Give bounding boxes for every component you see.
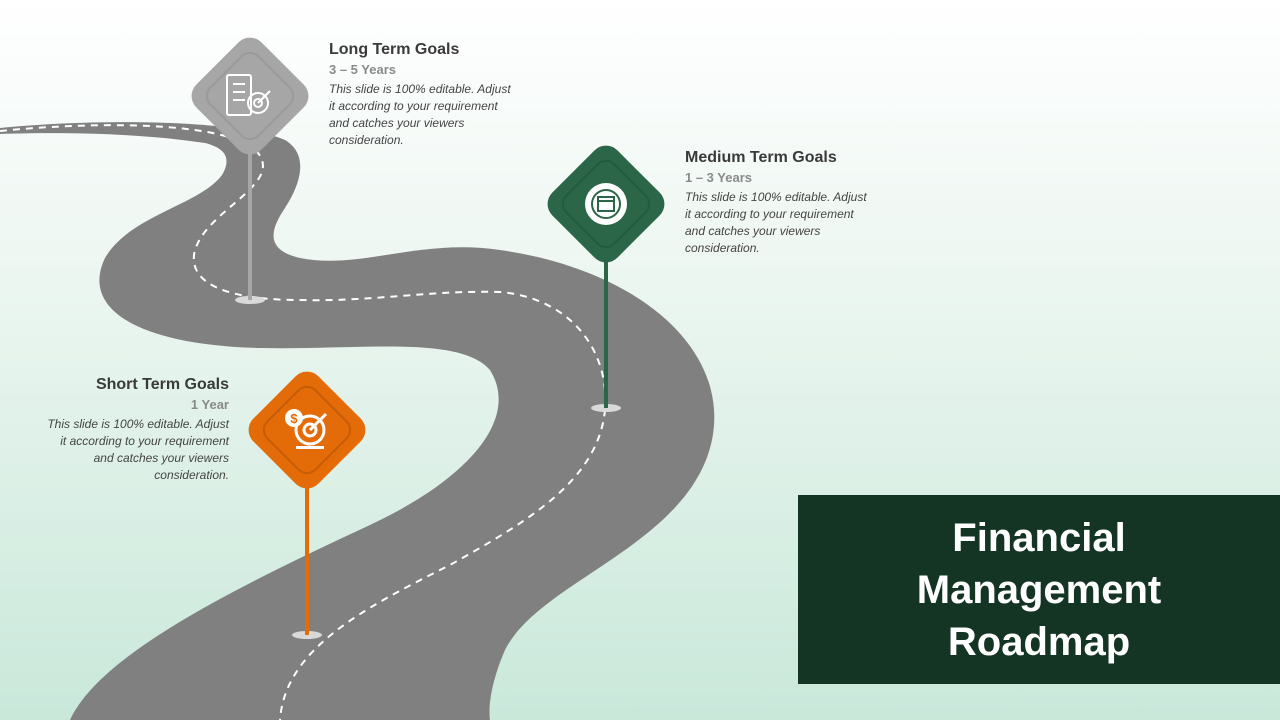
desc-line: This slide is 100% editable. Adjust <box>685 190 867 204</box>
desc-line: it according to your requirement <box>685 207 854 221</box>
desc-line: consideration. <box>685 241 760 255</box>
goal-title: Short Term Goals <box>95 376 229 393</box>
desc-line: consideration. <box>329 133 404 147</box>
desc-line: and catches your viewers <box>93 451 229 465</box>
road <box>0 122 715 720</box>
slide-title: Financial Management Roadmap <box>917 512 1162 668</box>
goal-years: 3 – 5 Years <box>329 62 396 77</box>
title-line: Financial <box>952 515 1126 560</box>
desc-line: consideration. <box>154 468 229 482</box>
desc-line: it according to your requirement <box>329 99 498 113</box>
desc-line: This slide is 100% editable. Adjust <box>329 82 511 96</box>
short-pole <box>305 485 309 635</box>
desc-line: and catches your viewers <box>329 116 465 130</box>
medium-term-goal-text: Medium Term Goals 1 – 3 Years This slide… <box>685 148 885 257</box>
goal-title: Long Term Goals <box>329 41 460 58</box>
title-line: Roadmap <box>947 619 1131 664</box>
goal-description: This slide is 100% editable. Adjust it a… <box>329 81 529 149</box>
desc-line: it according to your requirement <box>60 434 229 448</box>
goal-description: This slide is 100% editable. Adjust it a… <box>36 416 229 484</box>
medium-pole <box>604 258 608 408</box>
long-pole <box>248 150 252 300</box>
long-term-goal-text: Long Term Goals 3 – 5 Years This slide i… <box>329 40 529 149</box>
calendar-target-icon <box>585 183 627 225</box>
dollar-target-icon: $ <box>285 409 328 449</box>
desc-line: and catches your viewers <box>685 224 821 238</box>
medium-term-sign <box>547 145 665 263</box>
short-term-sign: $ <box>248 371 366 489</box>
long-term-sign <box>191 37 309 155</box>
road-centerline <box>0 124 607 720</box>
svg-text:$: $ <box>290 411 298 426</box>
checklist-target-icon <box>226 74 271 116</box>
desc-line: This slide is 100% editable. Adjust <box>47 417 229 431</box>
goal-description: This slide is 100% editable. Adjust it a… <box>685 189 885 257</box>
title-line: Management <box>916 567 1162 612</box>
goal-title: Medium Term Goals <box>685 149 837 166</box>
goal-years: 1 – 3 Years <box>685 170 752 185</box>
goal-years: 1 Year <box>190 397 229 412</box>
short-term-goal-text: Short Term Goals 1 Year This slide is 10… <box>36 375 229 484</box>
slide-title-box: Financial Management Roadmap <box>798 495 1280 684</box>
